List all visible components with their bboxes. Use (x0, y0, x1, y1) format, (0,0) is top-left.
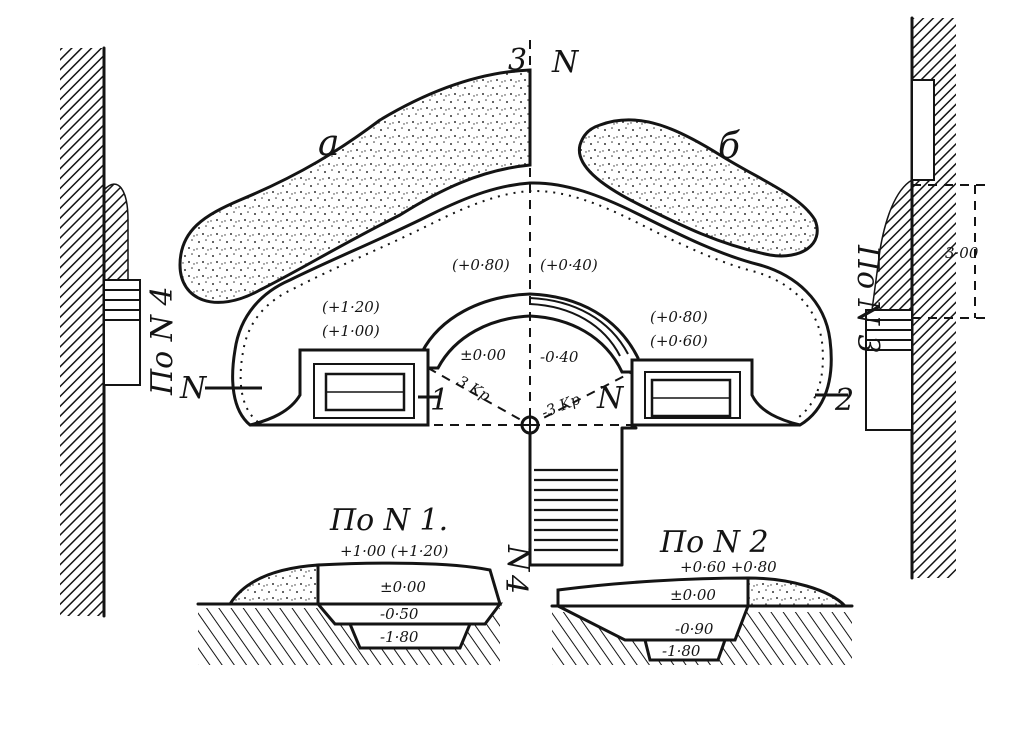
elev-center-left: ±0·00 (460, 346, 506, 364)
north-label-bottom: N (500, 544, 535, 573)
axis-label-bottom: 4 (498, 574, 533, 594)
trench-outline (231, 181, 833, 427)
grade-line-left (427, 367, 531, 426)
elev-left-1: (+1·20) (322, 298, 380, 316)
right-section-strip (865, 16, 985, 580)
left-section-strip (60, 46, 141, 618)
elev-right-1: (+0·80) (650, 308, 708, 326)
stairway-outline (528, 426, 638, 567)
elev-right-2: (+0·60) (650, 332, 708, 350)
section-1-level-2: -0·50 (380, 605, 419, 623)
section-1-top-elev: +1·00 (+1·20) (340, 542, 449, 560)
elev-left-2: (+1·00) (322, 322, 380, 340)
section-1-drawing (196, 561, 503, 665)
section-2-top-elev: +0·60 +0·80 (680, 558, 777, 576)
left-section-title: По N 4 (145, 286, 180, 396)
mound-b (577, 118, 819, 258)
north-label-left: N (179, 371, 208, 406)
elev-top-right: (+0·40) (540, 256, 598, 274)
right-section-title: По N 3 (850, 244, 885, 354)
grade-line-right (529, 371, 633, 426)
grade-label-left: 3 Kp (454, 372, 494, 405)
north-label-top: N (551, 45, 580, 80)
mound-b-label: б (718, 126, 741, 167)
elev-top-left: (+0·80) (452, 256, 510, 274)
section-2-level-1: ±0·00 (670, 586, 716, 604)
grade-label-right: -3 Kp (539, 390, 583, 422)
section-2-title: По N 2 (659, 525, 769, 560)
dim-label-300: 3·00 (945, 244, 979, 262)
mound-a-label: а (318, 123, 339, 164)
mound-a (178, 68, 532, 304)
elev-center-right: -0·40 (540, 348, 579, 366)
axis-label-top: 3 (508, 43, 527, 78)
section-2-level-2: -0·90 (675, 620, 714, 638)
section-number-1: 1 (430, 383, 449, 418)
section-1-title: По N 1. (329, 503, 448, 538)
section-1-level-3: -1·80 (380, 628, 419, 646)
section-2-drawing (550, 576, 854, 665)
section-1-level-1: ±0·00 (380, 578, 426, 596)
section-number-2: 2 (834, 383, 854, 418)
stairway-steps (534, 468, 618, 552)
section-2-level-3: -1·80 (662, 642, 701, 660)
north-label-mid: N (596, 381, 625, 416)
